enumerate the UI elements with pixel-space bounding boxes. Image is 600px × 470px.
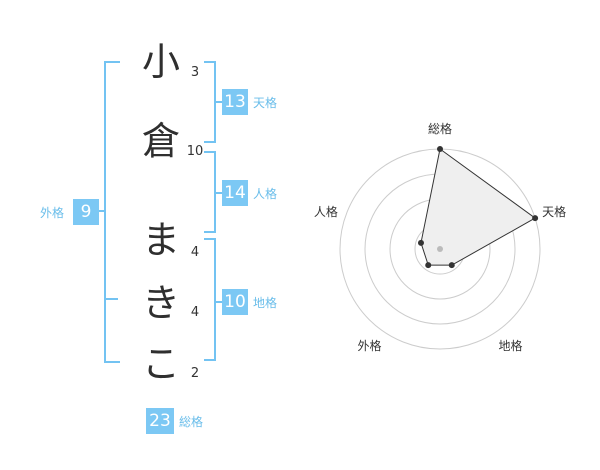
radar-area [420, 148, 537, 266]
name-char-1: 小 [141, 40, 180, 84]
stroke-count-3: 4 [190, 245, 200, 260]
stroke-count-4: 4 [190, 305, 200, 320]
name-char-3: ま [141, 218, 180, 262]
tenkaku-connector [214, 101, 222, 103]
radar-center-point [437, 246, 443, 252]
chikaku-value: 10 [222, 289, 248, 315]
jinkaku-connector [214, 192, 222, 194]
radar-point-1 [437, 146, 443, 152]
soukaku-value: 23 [146, 408, 174, 434]
gaikaku-label: 外格 [40, 206, 65, 220]
chikaku-connector [214, 301, 222, 303]
radar-axis-label: 外格 [357, 338, 381, 353]
radar-point-2 [532, 215, 539, 222]
gaikaku-connector [94, 210, 104, 212]
chikaku-bracket [204, 238, 216, 361]
jinkaku-value: 14 [222, 180, 248, 206]
tenkaku-value: 13 [222, 89, 248, 115]
radar-point-5 [417, 239, 424, 246]
stroke-count-1: 3 [190, 65, 200, 80]
radar-point-3 [448, 262, 455, 269]
radar-axis-label: 人格 [314, 204, 338, 219]
name-char-4: き [141, 281, 180, 325]
radar-axis-label: 天格 [542, 204, 566, 219]
gaikaku-value: 9 [73, 199, 99, 225]
tenkaku-label: 天格 [253, 96, 278, 110]
name-char-2: 倉 [141, 119, 180, 163]
gaikaku-bracket [104, 61, 120, 363]
radar-axis-label: 地格 [499, 338, 523, 353]
gaikaku-bracket-divider [104, 298, 118, 300]
jinkaku-label: 人格 [253, 187, 278, 201]
stroke-count-2: 10 [186, 144, 204, 159]
name-char-5: こ [141, 342, 180, 386]
chikaku-label: 地格 [253, 296, 278, 310]
radar-point-4 [425, 262, 432, 269]
radar-axis-label: 総格 [428, 121, 452, 136]
soukaku-label: 総格 [179, 415, 204, 429]
stroke-count-5: 2 [190, 366, 200, 381]
